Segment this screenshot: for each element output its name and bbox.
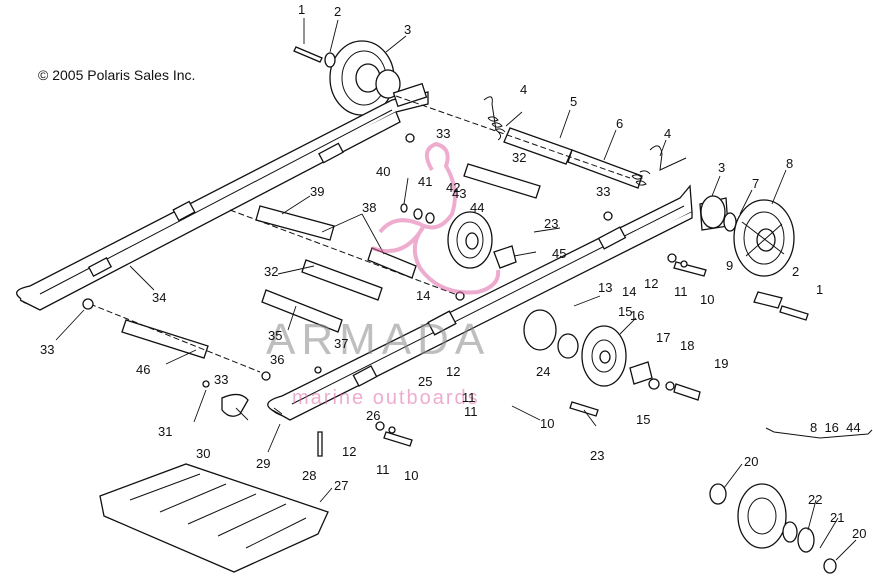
hyfax-slide	[99, 463, 329, 573]
callout: 3	[404, 22, 411, 37]
callout: 40	[376, 164, 390, 179]
callout: 33	[40, 342, 54, 357]
callout: 11	[462, 390, 476, 405]
callout: 29	[256, 456, 270, 471]
watermark-tagline: marine outboards	[292, 387, 480, 409]
callout: 3	[718, 160, 725, 175]
callout: 32	[264, 264, 278, 279]
callout: 22	[808, 492, 822, 507]
callout: 11	[464, 404, 478, 419]
callout: 4	[664, 126, 671, 141]
cross-shafts	[89, 95, 643, 373]
callout: 1	[816, 282, 823, 297]
callout: 10	[700, 292, 714, 307]
callout: 45	[552, 246, 566, 261]
callout: 16	[630, 308, 644, 323]
rear-right-wheel	[523, 309, 701, 401]
left-rail	[16, 82, 429, 311]
callout: 12	[342, 444, 356, 459]
callout: 12	[644, 276, 658, 291]
callout: 10	[404, 468, 418, 483]
right-rail	[267, 184, 693, 421]
callout: 13	[598, 280, 612, 295]
callout: 10	[540, 416, 554, 431]
callout: 15	[636, 412, 650, 427]
callout: 25	[418, 374, 432, 389]
callout: 1	[298, 2, 305, 17]
copyright-text: © 2005 Polaris Sales Inc.	[38, 67, 195, 83]
callout: 12	[446, 364, 460, 379]
callout: 11	[376, 462, 390, 477]
callout: 39	[310, 184, 324, 199]
callout: 32	[512, 150, 526, 165]
center-idler-wheel	[400, 203, 517, 269]
callout: 46	[136, 362, 150, 377]
callout: 20	[852, 526, 866, 541]
callout: 33	[214, 372, 228, 387]
watermark-brand: ARMADA	[266, 315, 490, 364]
callout: 14	[416, 288, 430, 303]
fasteners	[82, 133, 809, 457]
callout: 2	[334, 4, 341, 19]
callout: 36	[270, 352, 284, 367]
callout: 31	[158, 424, 172, 439]
watermark: ARMADA marine outboards	[266, 141, 501, 409]
callout: 35	[268, 328, 282, 343]
callout: 24	[536, 364, 550, 379]
callout: 33	[436, 126, 450, 141]
callout: 23	[590, 448, 604, 463]
callout: 38	[362, 200, 376, 215]
callout: 19	[714, 356, 728, 371]
callout: 37	[334, 336, 348, 351]
callout: 30	[196, 446, 210, 461]
callout: 4	[520, 82, 527, 97]
callout: 11	[674, 284, 688, 299]
callout: 17	[656, 330, 670, 345]
callout: 26	[366, 408, 380, 423]
callout: 23	[544, 216, 558, 231]
callout: 5	[570, 94, 577, 109]
callout: 8	[786, 156, 793, 171]
callout: 27	[334, 478, 348, 493]
callout: 34	[152, 290, 166, 305]
leader-lines	[55, 18, 857, 561]
callout: 2	[792, 264, 799, 279]
rear-idler-wheel	[293, 40, 401, 116]
callout: 20	[744, 454, 758, 469]
callout: 43	[452, 186, 466, 201]
callout: 14	[622, 284, 636, 299]
kit-wheel-assembly	[709, 427, 873, 574]
front-idler-wheel	[699, 195, 795, 277]
callout: 7	[752, 176, 759, 191]
callout: 41	[418, 174, 432, 189]
callout: 18	[680, 338, 694, 353]
kit-note: 8 16 44	[810, 420, 861, 435]
callout: 21	[830, 510, 844, 525]
callout: 42	[446, 180, 460, 195]
callout-labels: 1 2 3 4 5 6 4 3 7 8 33 32 40 41 42 43 44…	[40, 2, 866, 541]
torsion-springs	[483, 96, 687, 186]
callout: 44	[470, 200, 484, 215]
callout: 9	[726, 258, 733, 273]
callout: 28	[302, 468, 316, 483]
callout: 33	[596, 184, 610, 199]
seahorse-logo-icon	[371, 141, 501, 295]
callout: 6	[616, 116, 623, 131]
callout: 15	[618, 304, 632, 319]
